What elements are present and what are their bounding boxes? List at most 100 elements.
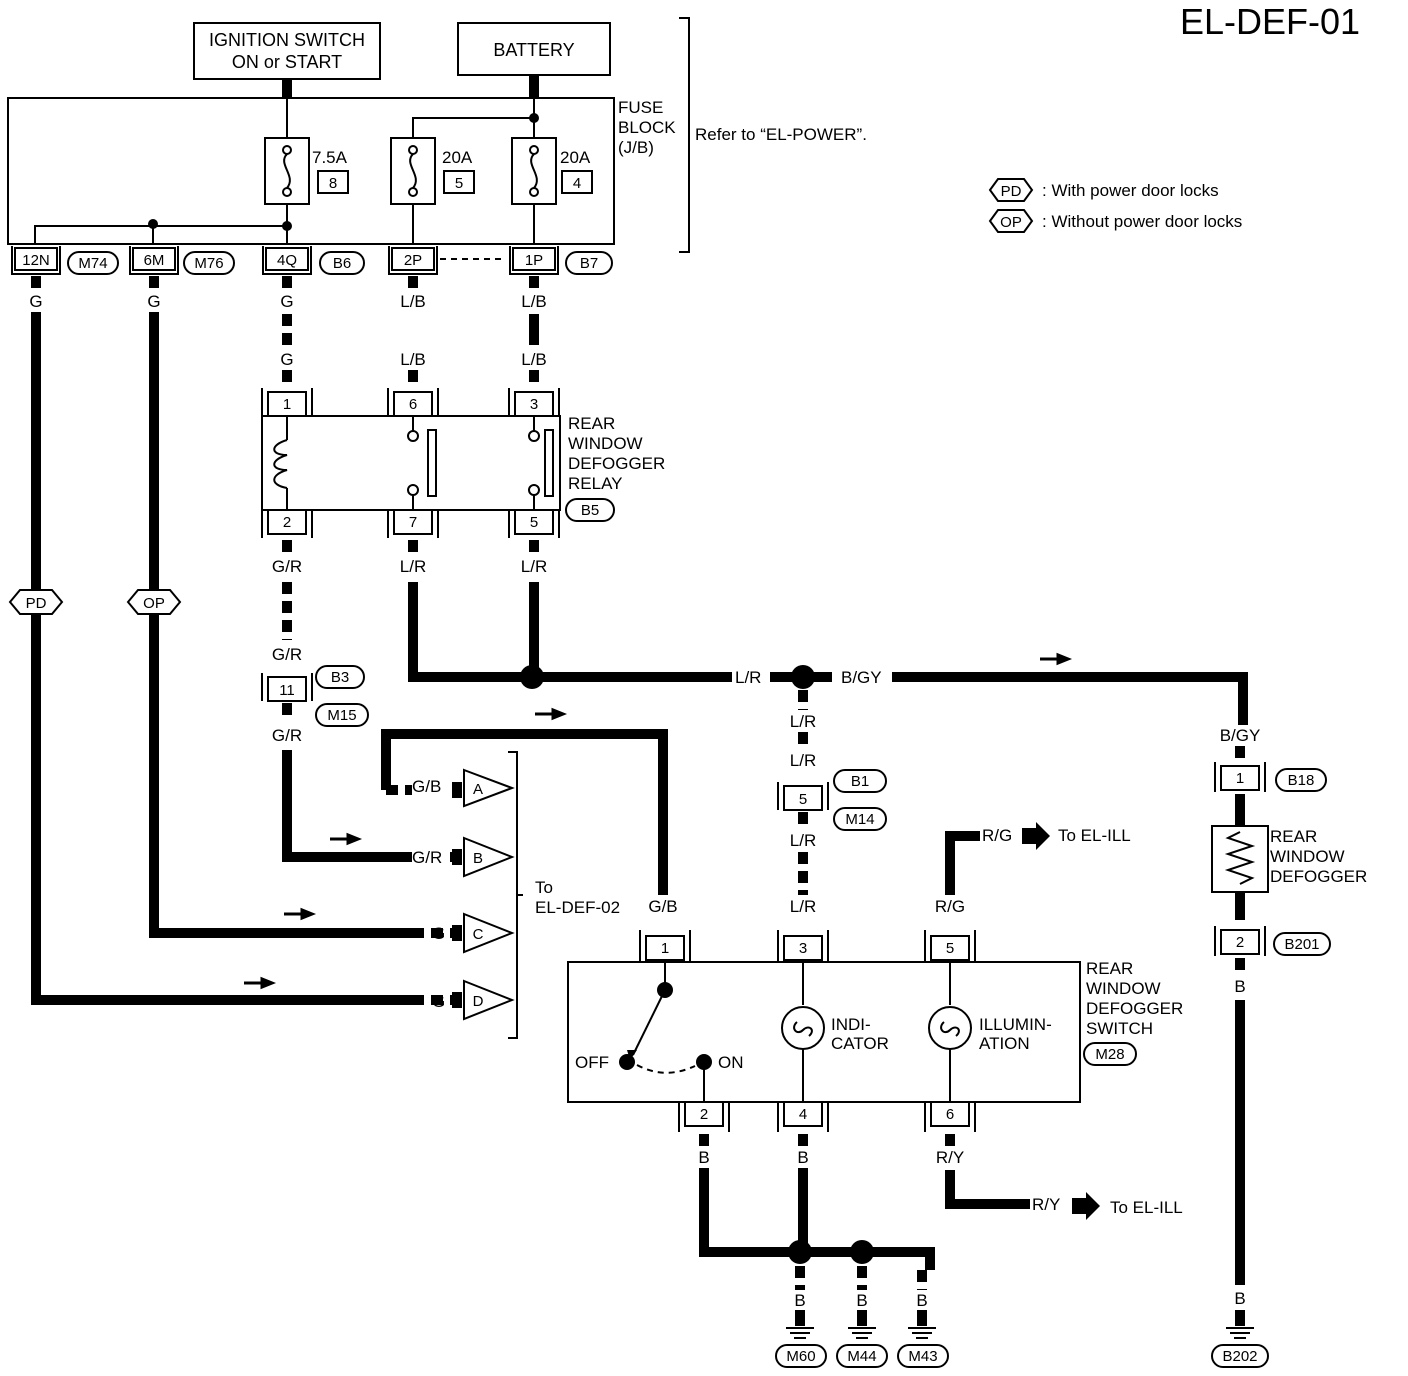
fuse-8-num-box (317, 170, 349, 194)
legend-pd-text: : With power door locks (1042, 181, 1219, 200)
relay-pin-5: 5 (530, 514, 538, 531)
fb-junction-2 (148, 219, 158, 229)
relay-pins-bottom (261, 509, 560, 538)
wire-bgy-main (770, 672, 1248, 725)
fb-junction-1 (282, 221, 292, 231)
terminal-12n-label: 12N (22, 252, 50, 269)
ground-m60-label: M60 (786, 1348, 815, 1365)
legend-pd-badge (988, 178, 1034, 202)
battery-label: BATTERY (493, 40, 574, 60)
connector-b6-label: B6 (333, 255, 351, 272)
offpage-c-wire: G (432, 924, 445, 943)
connector-m74 (67, 251, 119, 275)
defogger-in-color: B/GY (1220, 726, 1261, 745)
fb-int-ign-branch (34, 225, 287, 245)
switch-pin4-color: B (797, 1148, 808, 1167)
relay-pin3-color: L/B (521, 350, 547, 369)
relay-pin-2: 2 (283, 514, 291, 531)
switch-internals (619, 962, 972, 1102)
switch-pin2-color: B (698, 1148, 709, 1167)
fuse-block-label-1: FUSE (618, 98, 663, 117)
relay-pin-1: 1 (283, 396, 291, 413)
fuse-5-amp: 20A (442, 148, 473, 167)
connector-m14 (833, 807, 887, 831)
offpage-d-arrow (463, 979, 515, 1021)
wire-12n-color: G (29, 292, 42, 311)
wire-rg-label: R/G (982, 826, 1012, 845)
switch-label-1: REAR (1086, 959, 1133, 978)
switch-pins-top (639, 930, 976, 962)
relay-label-4: RELAY (568, 474, 623, 493)
wire-gr-to-b (282, 750, 412, 862)
joint5-bottom-color: L/R (790, 831, 816, 850)
switch-label-3: DEFOGGER (1086, 999, 1183, 1018)
ground-m43-color: B (916, 1291, 927, 1310)
offpage-a-wire: G/B (412, 777, 441, 796)
splice-lr-2 (791, 665, 815, 689)
relay-pin-6: 6 (409, 396, 417, 413)
terminal-2p (388, 246, 438, 275)
fuse-8-amp: 7.5A (312, 148, 348, 167)
fb-junction-bat (529, 113, 539, 123)
joint-11 (261, 673, 313, 702)
switch-pin-6: 6 (946, 1106, 954, 1123)
flow-arrow-1 (1040, 652, 1073, 666)
relay-pin6-color: L/B (400, 350, 426, 369)
splice-ground-1 (788, 1240, 812, 1264)
legend-op-text: : Without power door locks (1042, 212, 1242, 231)
splice-ground-2 (850, 1240, 874, 1264)
connector-b3 (315, 665, 365, 689)
to-el-ill-arrow-1 (1022, 822, 1050, 850)
ground-b202-label: B202 (1222, 1348, 1257, 1365)
indicator-label-1: INDI- (831, 1015, 871, 1034)
wire-g-op (149, 312, 412, 938)
ground-m60-badge (775, 1344, 827, 1368)
terminal-1p-label: 1P (525, 252, 543, 269)
ignition-switch-box (193, 22, 381, 80)
ground-b202-color: B (1234, 1289, 1245, 1308)
ground-m44-badge (836, 1344, 888, 1368)
offpage-a-letter: A (473, 781, 483, 798)
fuse-4-amp: 20A (560, 148, 591, 167)
offpage-b-letter: B (473, 850, 483, 867)
switch-label-2: WINDOW (1086, 979, 1161, 998)
wire-2p-color: L/B (400, 292, 426, 311)
relay-pin7-color: L/R (400, 557, 426, 576)
switch-pin6-color: R/Y (936, 1148, 964, 1167)
connector-b1-label: B1 (851, 773, 869, 790)
defogger-pin-2-label: 2 (1236, 934, 1244, 951)
to-el-ill-1: To EL-ILL (1058, 826, 1131, 845)
connector-m28 (1083, 1042, 1137, 1066)
offpage-b-tab (452, 849, 462, 865)
fuse-8 (264, 137, 310, 205)
joint-11-pin: 11 (279, 682, 295, 699)
ground-m60-color: B (794, 1291, 805, 1310)
offpage-a-tab (452, 782, 462, 798)
relay-pins-top (261, 388, 560, 417)
offpage-d-letter: D (473, 993, 484, 1010)
relay-internals (273, 416, 554, 510)
flow-arrow-2 (535, 707, 568, 721)
illum-label-1: ILLUMIN- (979, 1015, 1052, 1034)
connector-m76-label: M76 (194, 255, 223, 272)
flow-arrow-4 (284, 907, 317, 921)
fuse-4-num-box (561, 170, 593, 194)
connector-b18 (1275, 768, 1327, 792)
offpage-a-arrow (463, 768, 515, 808)
ground-m44-label: M44 (847, 1348, 876, 1365)
terminal-6m-label: 6M (144, 252, 165, 269)
wire-bgy-label-bg (832, 668, 892, 686)
wire-lr-7 (408, 582, 732, 682)
wire-lr-down-color-1: L/R (790, 712, 816, 731)
fuse-5-num: 5 (455, 175, 463, 192)
connector-b5 (565, 498, 615, 522)
to-el-ill-arrow-2 (1072, 1192, 1100, 1220)
ground-m43-badge (897, 1344, 949, 1368)
illum-label-2: ATION (979, 1034, 1030, 1053)
wire-bgy-label: B/GY (841, 668, 882, 687)
terminal-12n (11, 246, 61, 275)
legend-op-code: OP (1000, 214, 1022, 231)
wire-1p-color: L/B (521, 292, 547, 311)
wire-g-pd (31, 312, 412, 1005)
